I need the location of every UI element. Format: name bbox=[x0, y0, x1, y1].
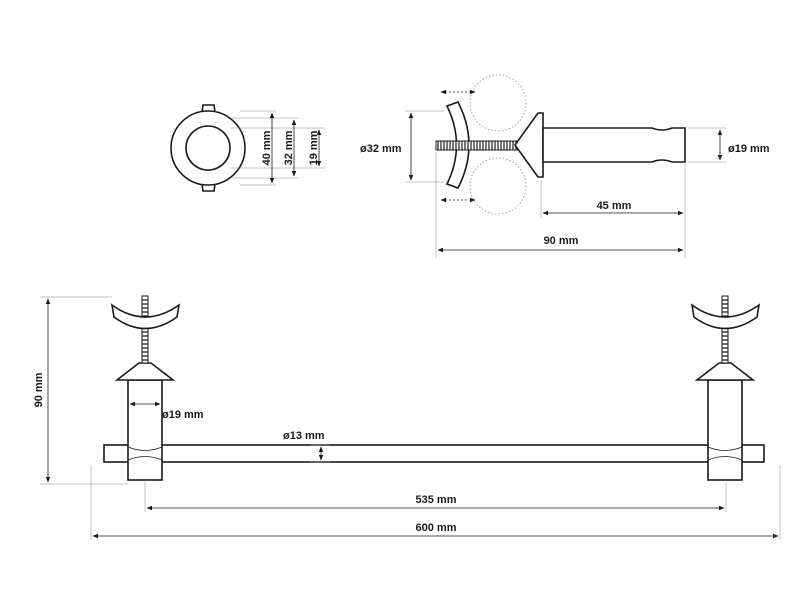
right-post bbox=[690, 295, 761, 481]
post-dia-32-label: ø32 mm bbox=[360, 143, 402, 155]
side-view: ø32 mm ø19 mm 45 mm 90 mm bbox=[360, 74, 770, 258]
end-cap-40-label: 40 mm bbox=[261, 130, 273, 165]
end-view: 40 mm 32 mm 19 mm bbox=[170, 104, 325, 192]
end-cap-19-label: 19 mm bbox=[308, 130, 320, 165]
inner-width-label: 535 mm bbox=[416, 494, 457, 506]
bar-dia-label: ø13 mm bbox=[283, 430, 325, 442]
overall-width-label: 600 mm bbox=[416, 522, 457, 534]
post-len-45-label: 45 mm bbox=[597, 200, 632, 212]
front-view: 90 mm ø19 mm ø13 mm 535 mm 600 mm bbox=[33, 295, 781, 540]
end-cap-32-label: 32 mm bbox=[283, 130, 295, 165]
post-dia-19-label: ø19 mm bbox=[728, 143, 770, 155]
post-len-90-label: 90 mm bbox=[544, 235, 579, 247]
left-post bbox=[110, 295, 181, 481]
rack-post-dia-label: ø19 mm bbox=[162, 409, 204, 421]
rack-height-label: 90 mm bbox=[33, 372, 45, 407]
